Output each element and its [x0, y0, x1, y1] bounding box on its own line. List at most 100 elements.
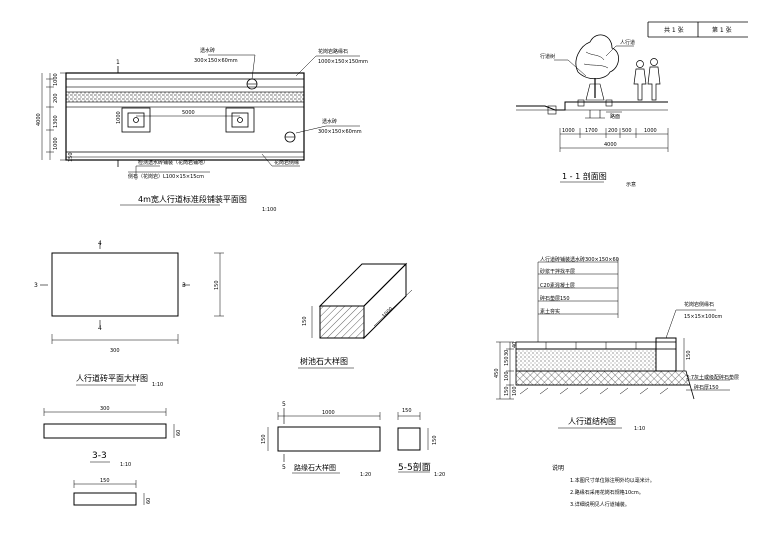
- s11-title: 1 - 1 剖面图: [562, 171, 607, 181]
- plan-curb-label: 花岗岩路缘石: [318, 48, 348, 55]
- s44-dim-w: 150: [100, 478, 110, 484]
- structure-paver-layer: [515, 341, 677, 350]
- curbstone-mark-bottom: 5: [282, 464, 286, 471]
- curb-isometric: [298, 262, 413, 369]
- s33-scale: 1:10: [120, 462, 131, 468]
- curb-side-face: [363, 262, 407, 340]
- plan-note-2: 侧石（花岗岩）L100×15×15cm: [128, 173, 204, 180]
- section-1-1-text: 行道树 人行道 路面 1000 1700 200 500 1000 4000 1…: [540, 39, 657, 188]
- structure-concrete-layer: [515, 348, 657, 372]
- paving-block-plan: [40, 243, 224, 386]
- section-5-5: [397, 412, 430, 473]
- s11-dim-4: 500: [622, 128, 632, 134]
- block-mark-left: 3: [34, 282, 38, 289]
- block-dim-h: 150: [214, 280, 220, 290]
- s11-dim-5: 1000: [644, 128, 657, 134]
- paving-block-plan-text: 3 3 4 4 300 150 人行道砖平面大样图 1:10: [34, 240, 220, 388]
- structure-curb: [655, 337, 677, 372]
- structure-curb-label: 花岗岩侧缘石: [684, 301, 714, 308]
- notes: 说明 1.本图尺寸单位除注明外均以毫米计。 2.路缘石采用花岗石规格10cm。 …: [552, 464, 655, 508]
- s55-dim-w: 150: [402, 408, 412, 414]
- paving-plan: [41, 54, 360, 206]
- s11-people-label: 人行道: [620, 39, 635, 46]
- plan-outline: [65, 72, 305, 161]
- block-dim-w: 300: [110, 348, 120, 354]
- structure-gravel-layer: [515, 370, 691, 386]
- notes-item-3: 3.详细说明见人行道铺装。: [570, 501, 630, 508]
- plan-dim-left-2: 200: [53, 93, 59, 103]
- section-3-3-block: [43, 423, 167, 439]
- curbstone-scale: 1:20: [360, 472, 371, 478]
- tree-pit-left: [121, 107, 151, 133]
- section-1-1: [516, 34, 669, 183]
- plan-curb-size: 1000×150×150mm: [318, 59, 368, 65]
- plan-dim-left-1: 1000: [53, 73, 59, 86]
- s11-scale: 示意: [626, 181, 636, 188]
- section-4-4-text: 150 60: [100, 478, 152, 504]
- paving-block-outline: [51, 252, 179, 317]
- s55-scale: 1:20: [434, 472, 445, 478]
- s33-dim-h: 60: [176, 430, 182, 436]
- block-mark-right: 3: [182, 282, 186, 289]
- structure-dim-total: 450: [494, 368, 500, 378]
- structure-base-label: 3:7灰土或级配碎石垫层: [686, 374, 739, 381]
- person-1-head: [636, 60, 644, 68]
- structure-layer-3: C20素混凝土层: [540, 282, 575, 289]
- s55-dim-h: 150: [432, 435, 438, 445]
- structure-base-note: 碎石厚150: [694, 384, 719, 391]
- curbstone-block: [277, 426, 381, 452]
- structure-dim-4: 100: [504, 371, 510, 381]
- plan-paving-size: 300×150×60mm: [318, 129, 362, 135]
- tree-canopy: [575, 34, 619, 80]
- plan-scale: 1:100: [262, 207, 276, 213]
- s11-dim-2: 1700: [585, 128, 598, 134]
- plan-dim-4000: 4000: [36, 113, 42, 126]
- tree-pit-right: [225, 107, 255, 133]
- plan-dim-left-4: 1000: [53, 137, 59, 150]
- curb-top-face: [318, 263, 408, 307]
- structure-dim-1: 40: [512, 342, 518, 348]
- structure-curb-size: 15×15×100cm: [684, 314, 722, 320]
- structure-layer-5: 素土夯实: [540, 308, 560, 315]
- plan-dim-left-3: 1300: [53, 115, 59, 128]
- structure-dim-2: 30: [504, 350, 510, 356]
- block-mark-bottom: 4: [98, 325, 102, 332]
- person-2-head: [650, 58, 658, 66]
- notes-item-2: 2.路缘石采用花岗石规格10cm。: [570, 489, 644, 496]
- plan-dim-5000: 5000: [182, 110, 195, 116]
- section-3-3-text: 300 60 3-3 1:10: [92, 406, 182, 468]
- s33-dim-w: 300: [100, 406, 110, 412]
- structure-dim-3: 150: [504, 356, 510, 366]
- notes-item-1: 1.本图尺寸单位除注明外均以毫米计。: [570, 477, 655, 484]
- section-5-5-block: [397, 427, 421, 451]
- s55-title: 5-5剖面: [398, 461, 431, 473]
- section-3-3: [43, 408, 175, 463]
- plan-section-mark: 1: [116, 59, 120, 66]
- curbstone-detail-text: 1000 150 5 5 路缘石大样图 1:20: [261, 401, 371, 478]
- structure-layer-4: 碎石垫层150: [540, 295, 570, 302]
- block-scale: 1:10: [152, 382, 163, 388]
- sheet-page-label: 第 1 张: [712, 26, 732, 34]
- curbstone-detail: [267, 408, 381, 474]
- plan-grate-size: 300×150×60mm: [194, 58, 238, 64]
- structure-layer-2: 砂浆干拌找平层: [540, 268, 575, 275]
- curb-front-face: [319, 305, 365, 339]
- section-4-4: [73, 480, 145, 506]
- curb-iso-dim-h: 150: [302, 316, 308, 326]
- title-block: 共 1 张 第 1 张: [647, 21, 748, 38]
- paving-plan-text: 透水砖 300×150×60mm 花岗岩路缘石 1000×150×150mm 透…: [36, 47, 368, 213]
- structure-title: 人行道结构图: [568, 416, 616, 426]
- plan-dim-left-5: 150: [68, 152, 74, 162]
- structure-scale: 1:10: [634, 426, 645, 432]
- pavement-structure: [496, 258, 730, 429]
- s11-dim-3: 200: [608, 128, 618, 134]
- section-5-5-text: 150 150 5-5剖面 1:20: [398, 408, 445, 478]
- curbstone-dim-w: 1000: [322, 410, 335, 416]
- person-2-body: [647, 66, 661, 101]
- notes-heading: 说明: [552, 464, 564, 472]
- s33-title: 3-3: [92, 451, 107, 461]
- s11-dim-total: 4000: [604, 142, 617, 148]
- person-1-body: [633, 68, 647, 101]
- block-title: 人行道砖平面大样图: [76, 373, 148, 383]
